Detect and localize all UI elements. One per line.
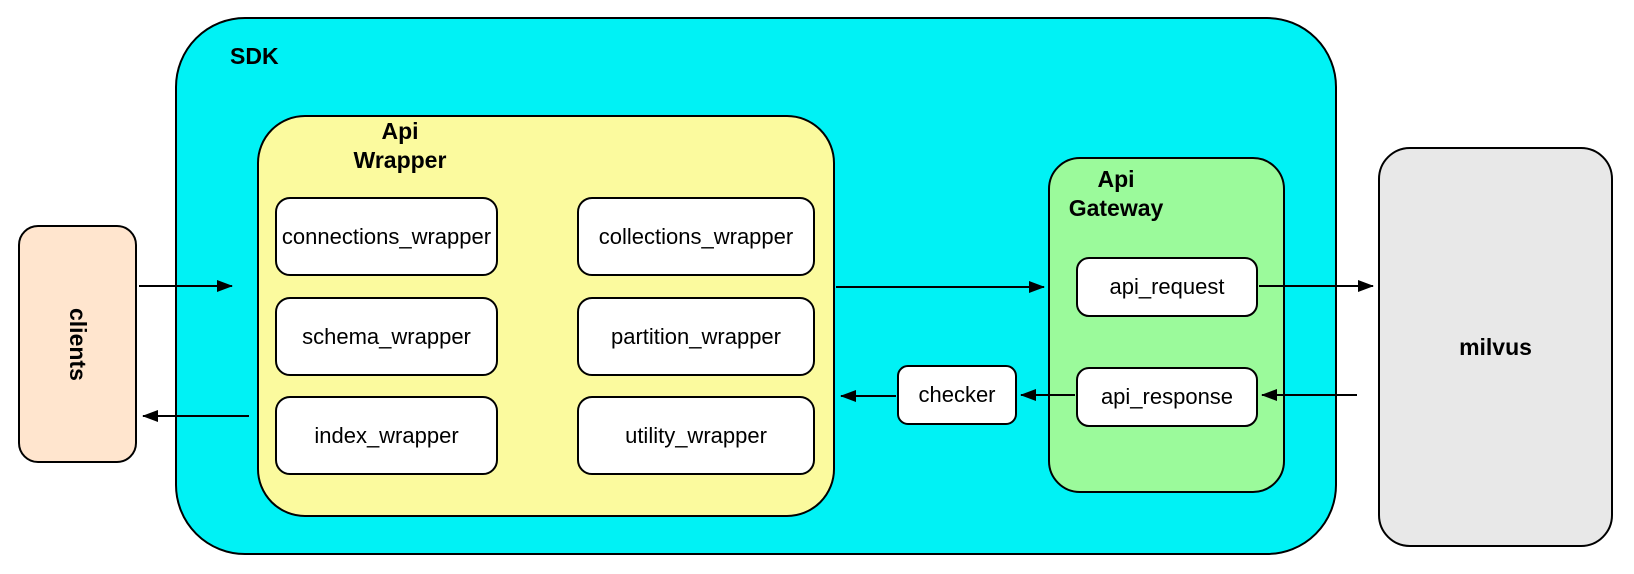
api-wrapper-label: Api Wrapper <box>353 118 447 173</box>
milvus-label: milvus <box>1459 333 1532 360</box>
checker-box: checker <box>897 365 1017 425</box>
clients-label: clients <box>65 307 91 381</box>
connections-wrapper-box: connections_wrapper <box>275 197 498 276</box>
schema-wrapper-box: schema_wrapper <box>275 297 498 376</box>
clients-box: clients <box>18 225 137 463</box>
collections-wrapper-box: collections_wrapper <box>577 197 815 276</box>
api-response-box: api_response <box>1076 367 1258 427</box>
utility-wrapper-box: utility_wrapper <box>577 396 815 475</box>
api-gateway-label: Api Gateway <box>1068 166 1164 221</box>
api-gateway-container <box>1048 157 1285 493</box>
milvus-box: milvus <box>1378 147 1613 547</box>
index-wrapper-box: index_wrapper <box>275 396 498 475</box>
partition-wrapper-box: partition_wrapper <box>577 297 815 376</box>
api-request-box: api_request <box>1076 257 1258 317</box>
sdk-label: SDK <box>230 43 279 69</box>
